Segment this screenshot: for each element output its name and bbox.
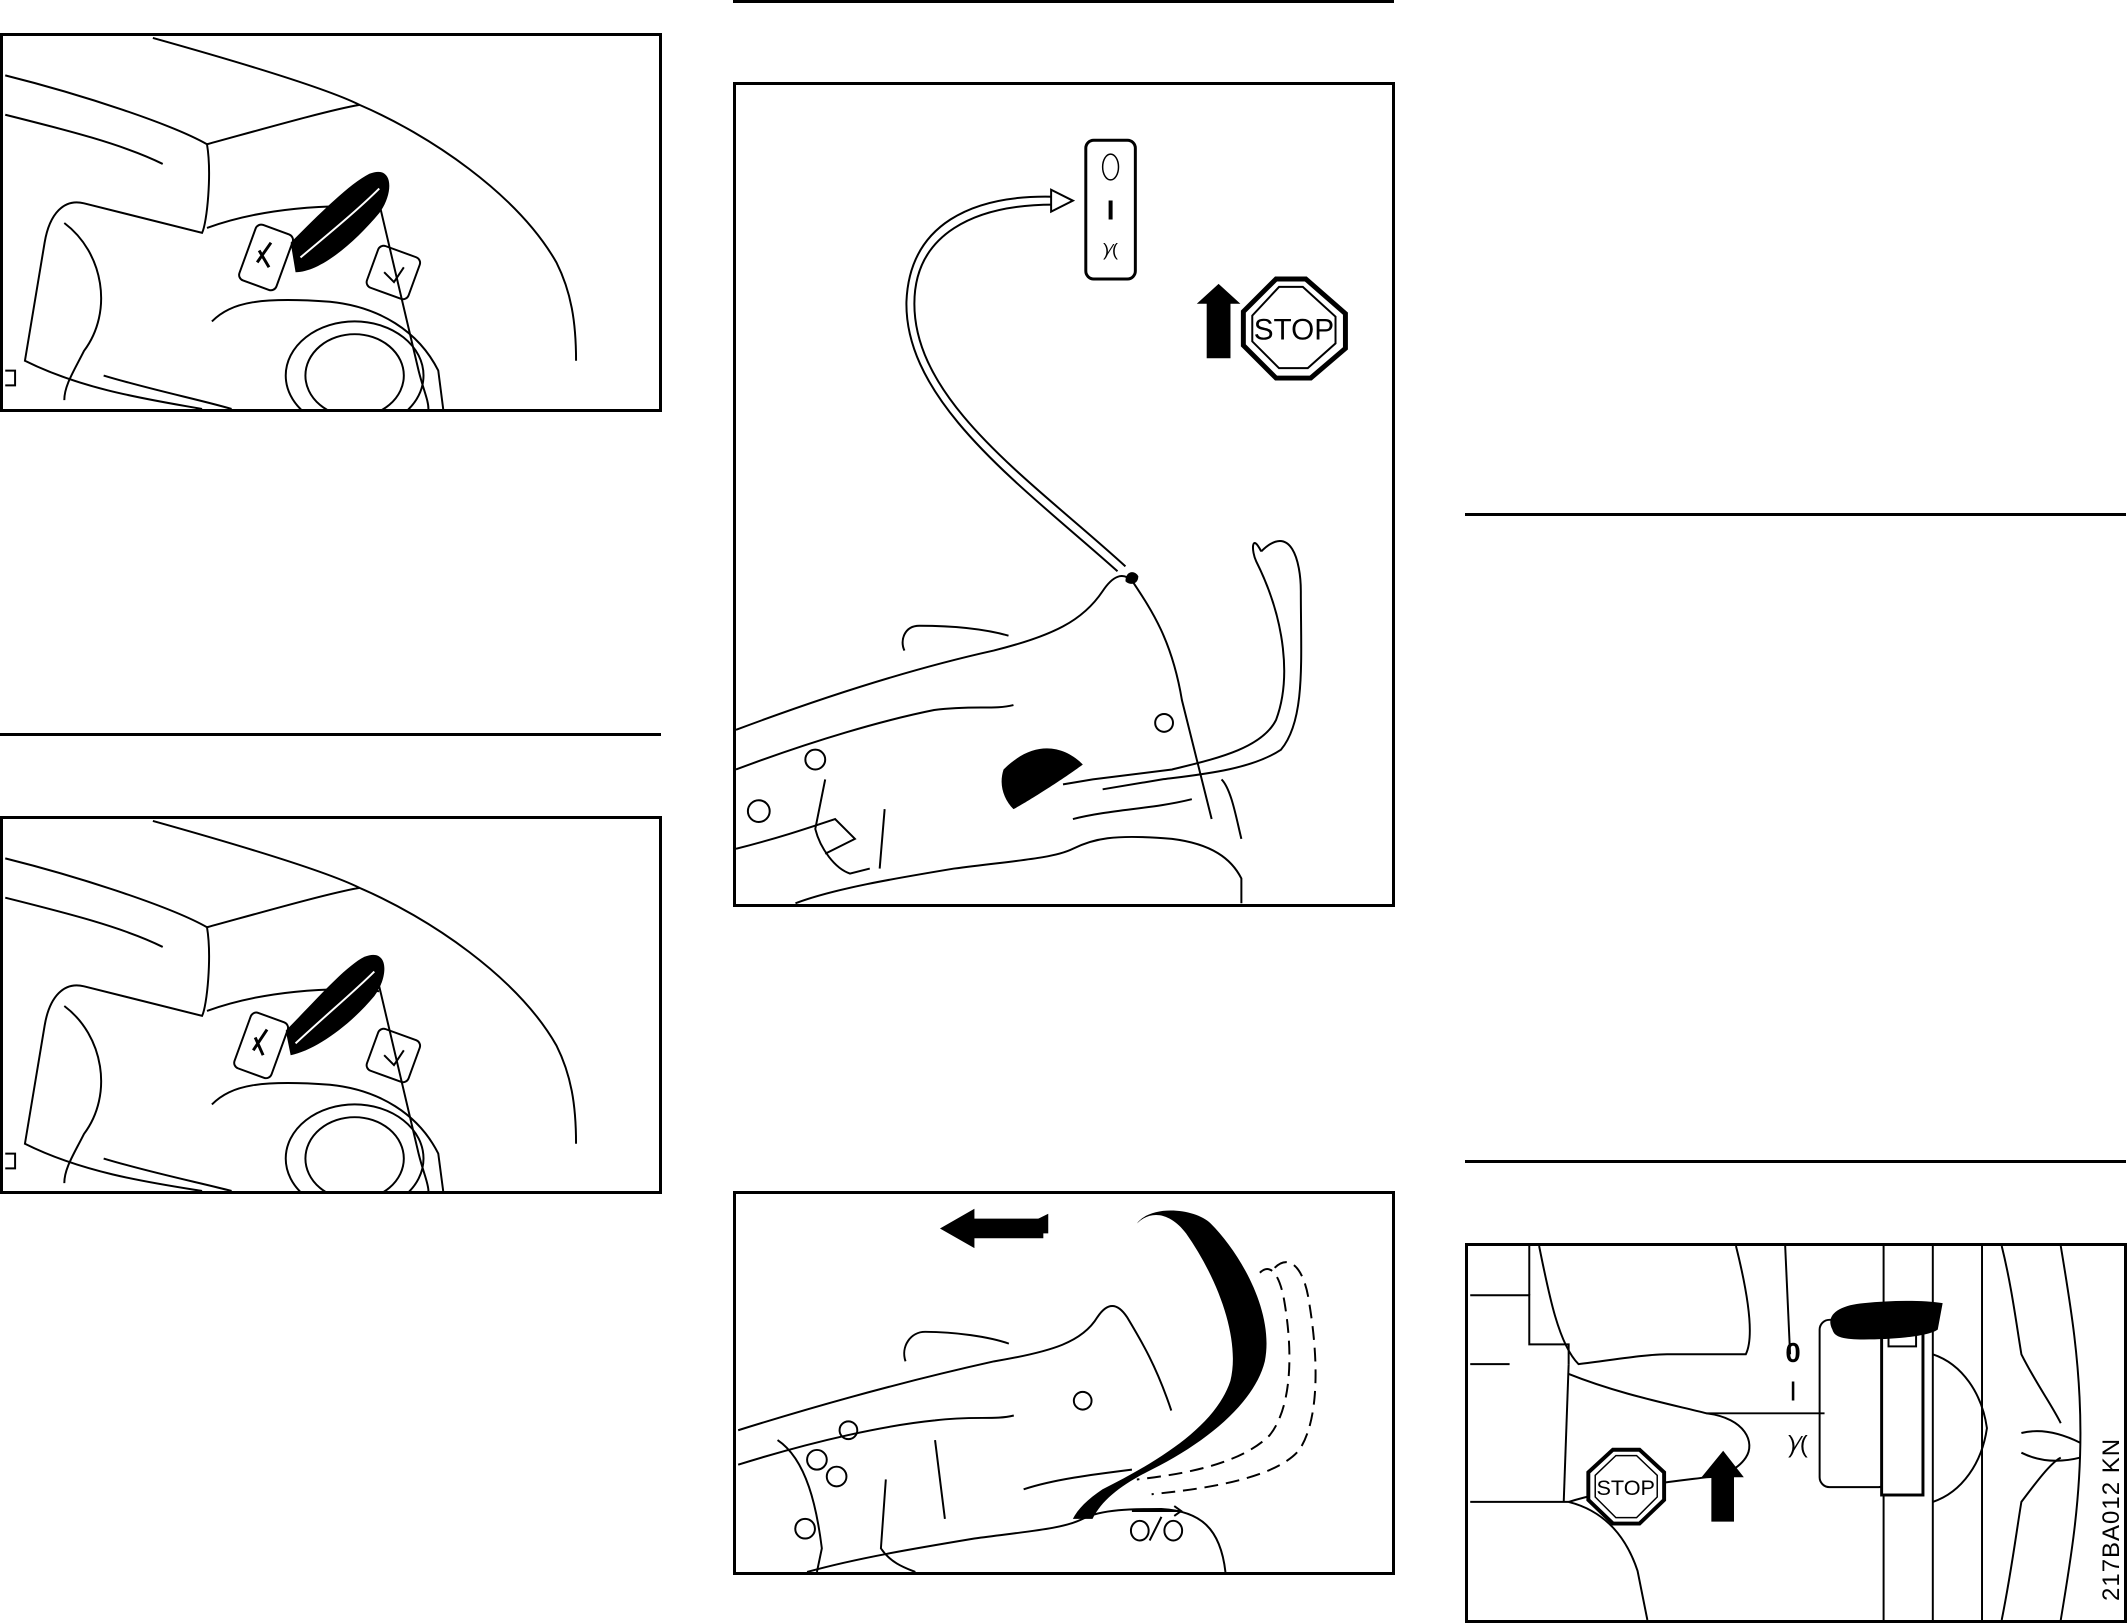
chain-brake-icon xyxy=(1129,1505,1184,1542)
throttle-lever-illustration xyxy=(5,37,578,409)
master-control-top-view-illustration: 0 I )⁄( STOP xyxy=(1470,1246,2082,1620)
switch-label-choke: )⁄( xyxy=(1103,240,1118,260)
up-arrow-icon xyxy=(1196,283,1241,359)
lever-icon xyxy=(233,954,385,1080)
figure-master-control-top-view: 0 I )⁄( STOP 217BA012 KN xyxy=(1465,1243,2127,1623)
lever-icon xyxy=(238,171,390,292)
switch-label-on-right: I xyxy=(1789,1376,1797,1407)
up-arrow-icon-right xyxy=(1701,1450,1744,1522)
throttle-lever-illustration-2 xyxy=(5,820,578,1191)
master-control-illustration: I )⁄( STOP xyxy=(736,138,1348,904)
switch-label-off: 0 xyxy=(1785,1337,1800,1368)
stop-sign-icon: STOP xyxy=(1240,276,1348,381)
chain-brake-illustration xyxy=(737,1208,1317,1572)
figure-code: 217BA012 KN xyxy=(2098,1437,2125,1601)
figure-throttle-lever-top xyxy=(0,33,662,412)
stop-sign-label: STOP xyxy=(1254,313,1334,346)
rule-right-upper xyxy=(1465,513,2126,516)
rule-left-middle xyxy=(0,733,661,736)
figure-throttle-lever-middle xyxy=(0,816,662,1194)
choke-icon xyxy=(365,244,422,301)
switch-position-plate: I )⁄( xyxy=(1084,138,1137,281)
figure-master-control-stop: I )⁄( STOP xyxy=(733,82,1395,907)
switch-label-on: I xyxy=(1107,195,1115,226)
stop-sign-label-right: STOP xyxy=(1596,1475,1655,1500)
choke-icon xyxy=(365,1027,422,1084)
figure-chain-brake xyxy=(733,1191,1395,1575)
rule-right-lower xyxy=(1465,1160,2126,1163)
switch-label-choke-right: )⁄( xyxy=(1788,1433,1808,1459)
rule-top-center xyxy=(733,0,1394,3)
stop-sign-icon-right: STOP xyxy=(1586,1447,1667,1526)
